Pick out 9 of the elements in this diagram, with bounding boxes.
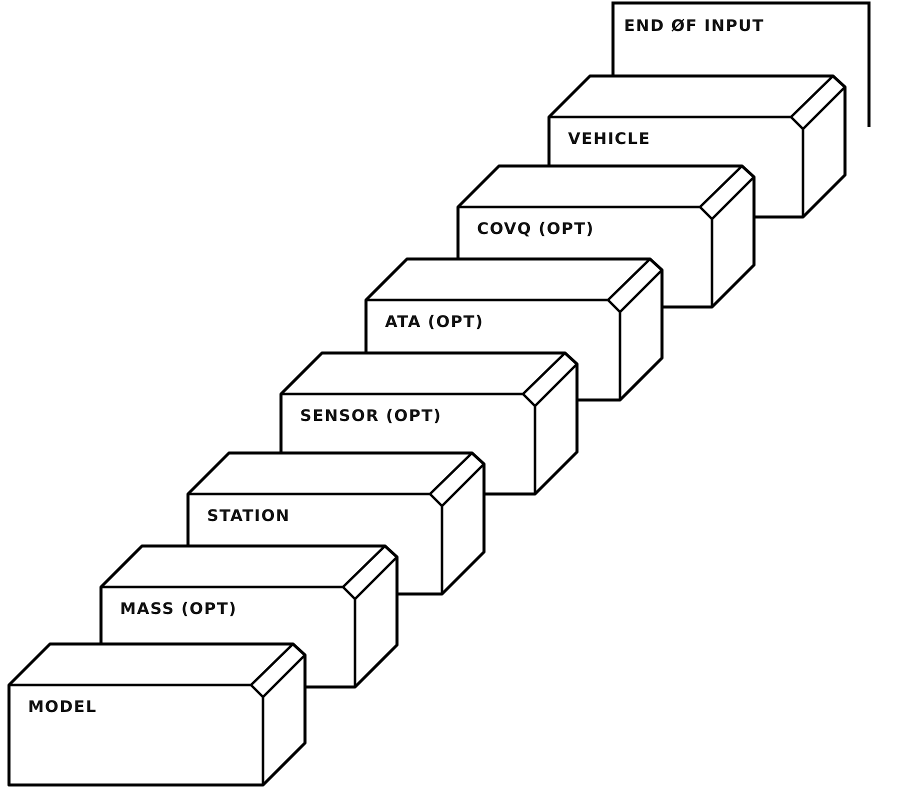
card-label: VEHICLE [568,129,651,148]
card-label: SENSOR (OPT) [300,406,442,425]
card-label: MODEL [28,697,97,716]
card-label: END ØF INPUT [624,16,764,35]
card-label: STATION [207,506,290,525]
card-label: MASS (OPT) [120,599,238,618]
card-box [8,643,305,785]
card-label: ATA (OPT) [385,312,484,331]
card-label: COVQ (OPT) [477,219,594,238]
